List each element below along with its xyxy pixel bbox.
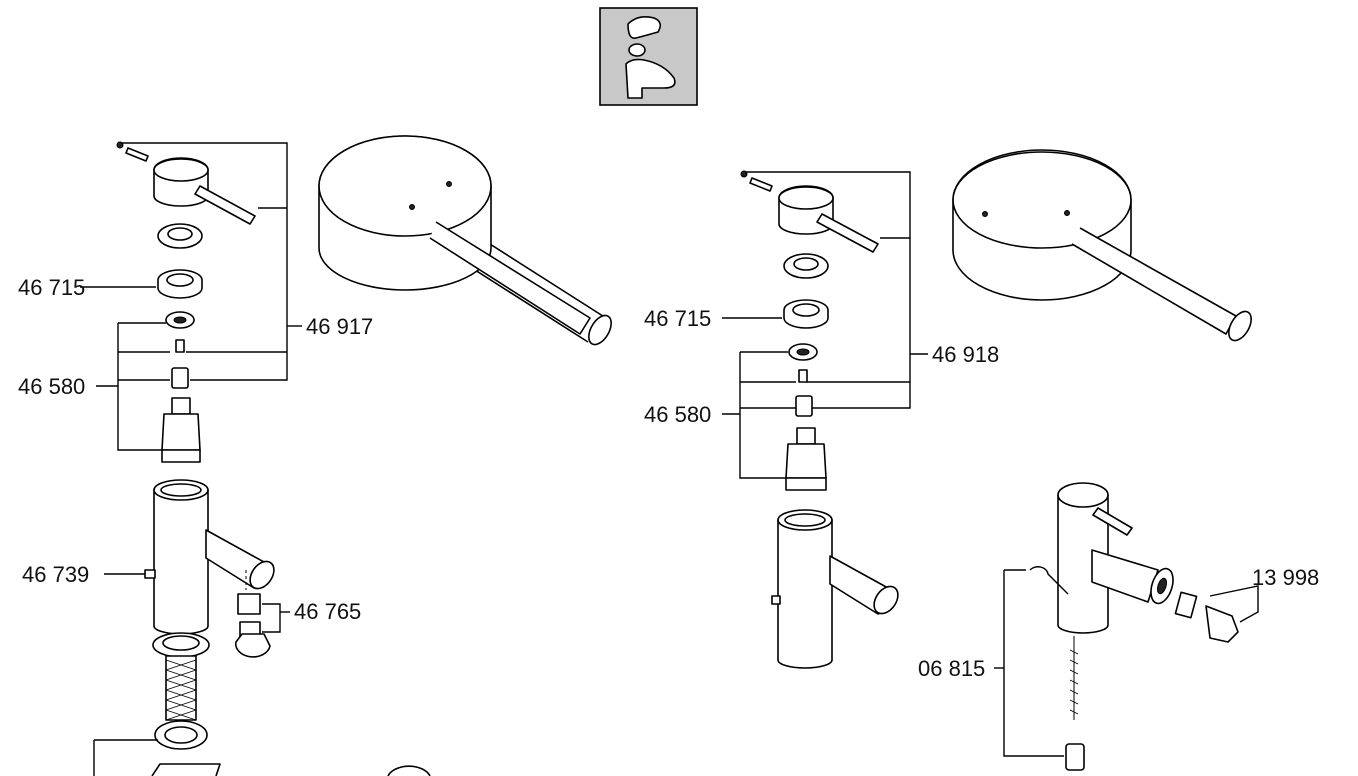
label-left-handle-seal: 46 715 — [18, 275, 85, 300]
lever-faucet-icon — [599, 7, 698, 106]
left-assembly — [80, 141, 431, 776]
bidet-assembly — [994, 482, 1259, 771]
label-left-lever: 46 739 — [22, 562, 89, 587]
label-left-handle-kit: 46 917 — [306, 314, 373, 339]
left-handle-enlarged — [318, 135, 612, 346]
label-right-handle-seal: 46 715 — [644, 306, 711, 331]
right-handle-enlarged — [952, 149, 1252, 342]
label-left-aerator: 46 765 — [294, 599, 361, 624]
label-left-cartridge: 46 580 — [18, 374, 85, 399]
right-assembly — [722, 170, 928, 669]
label-right-handle-kit: 46 918 — [932, 342, 999, 367]
label-bidet-aerator: 13 998 — [1252, 565, 1319, 590]
label-right-cartridge: 46 580 — [644, 402, 711, 427]
label-bidet-popup: 06 815 — [918, 656, 985, 681]
